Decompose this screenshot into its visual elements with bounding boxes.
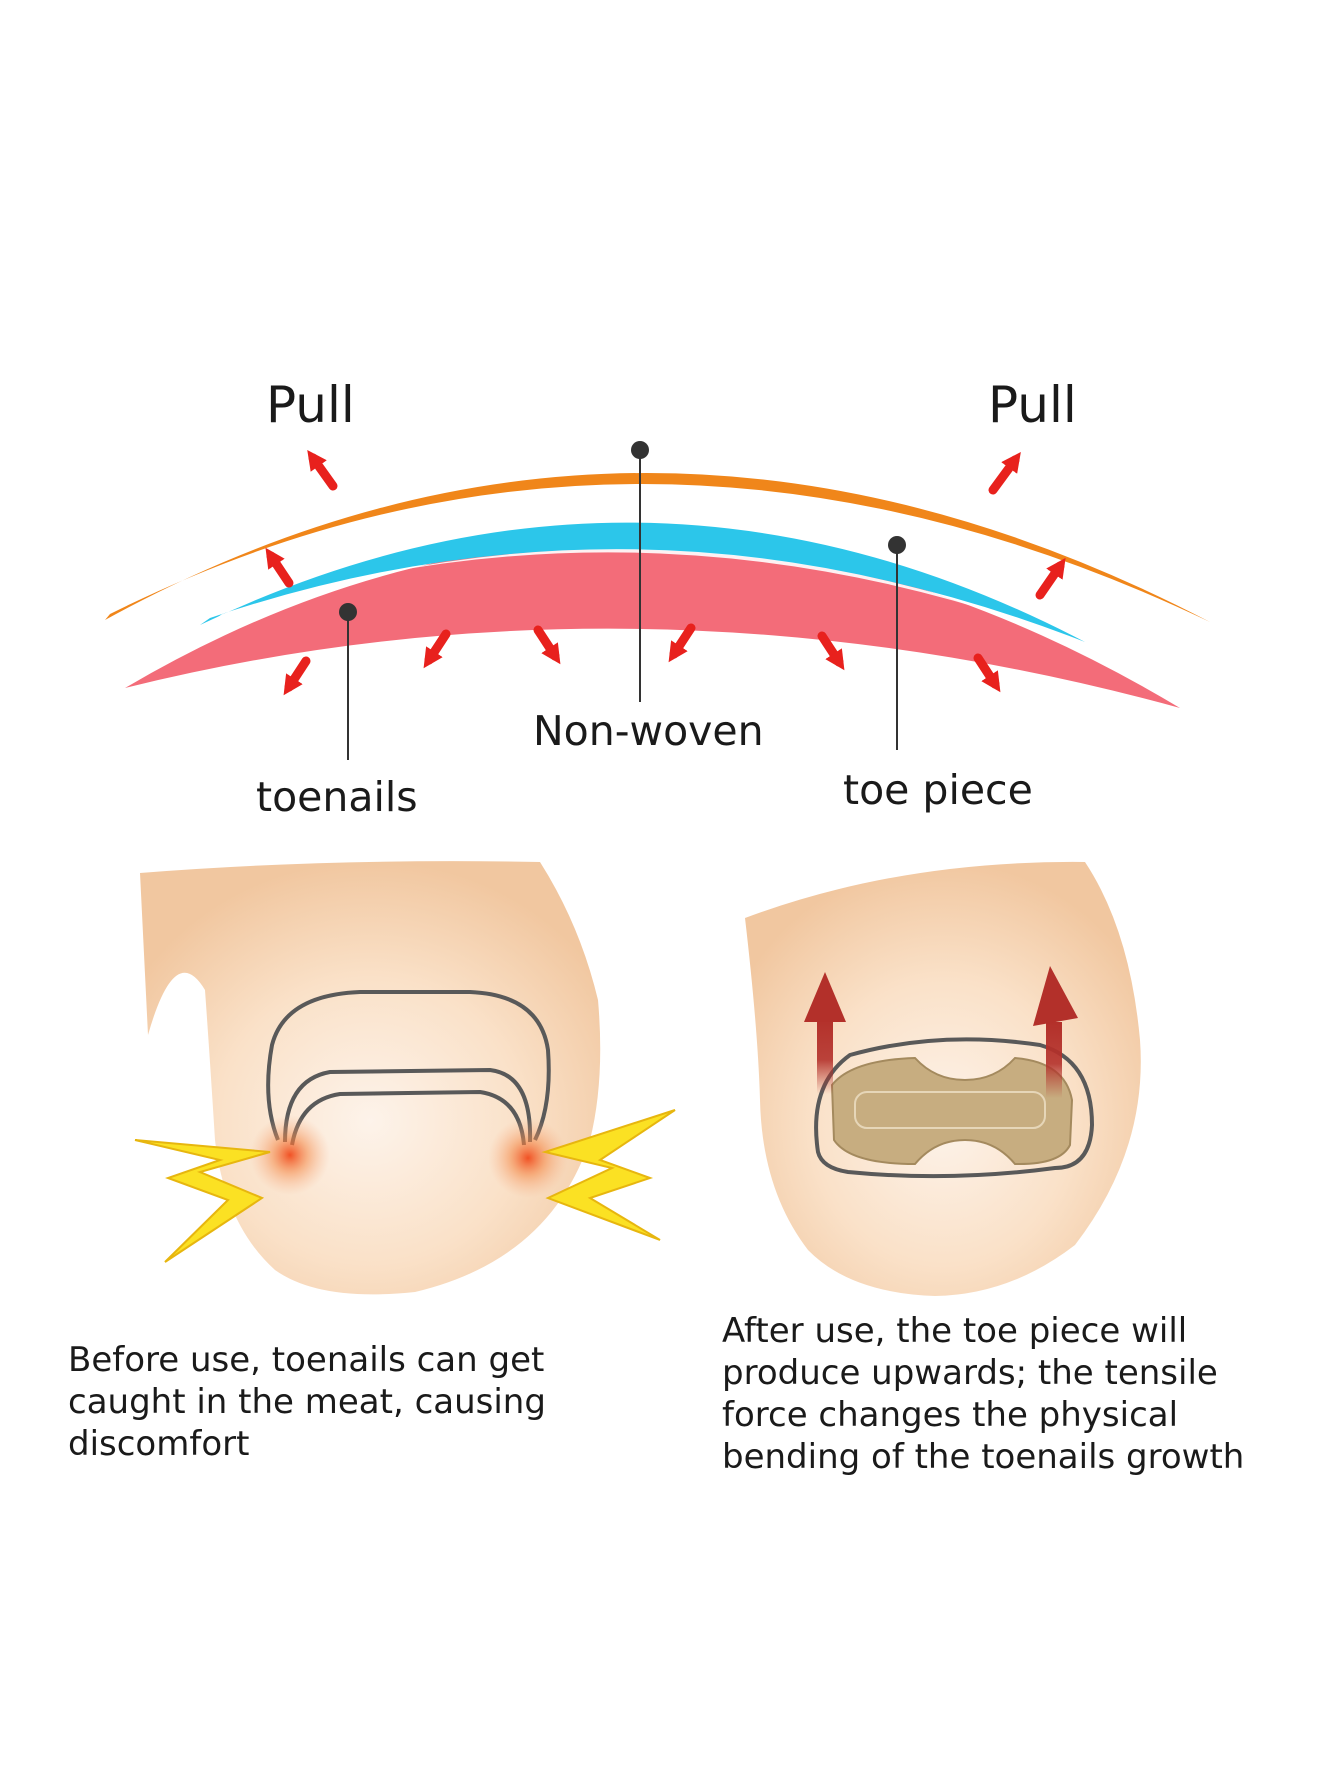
tension-arrow-right bbox=[1035, 557, 1066, 600]
caption-after: After use, the toe piece will produce up… bbox=[722, 1311, 1245, 1477]
toe-piece-layer bbox=[200, 522, 1085, 642]
toe-before-illustration bbox=[134, 861, 676, 1295]
pull-label-right: Pull bbox=[988, 376, 1077, 434]
pain-bolt-icon bbox=[134, 1139, 271, 1263]
pain-glow-left bbox=[250, 1115, 330, 1195]
dot-toe-piece bbox=[888, 536, 906, 554]
pressure-arrow bbox=[283, 656, 311, 696]
toe-after-illustration bbox=[745, 861, 1141, 1296]
nail-outline bbox=[283, 1067, 533, 1143]
toenails-label: toenails bbox=[256, 773, 418, 821]
nail-outline bbox=[266, 990, 551, 1141]
growth-arrow-right bbox=[1033, 966, 1078, 1098]
pull-label-left: Pull bbox=[266, 376, 355, 434]
pain-bolt-icon bbox=[541, 1109, 676, 1241]
toe-piece-patch bbox=[830, 1056, 1074, 1166]
toenail-layer bbox=[125, 541, 1180, 708]
pressure-arrow bbox=[423, 629, 451, 669]
toe-skin-before bbox=[140, 861, 601, 1295]
non-woven-layer bbox=[105, 472, 1210, 622]
pain-glow-right bbox=[488, 1118, 568, 1198]
tension-arrow-left bbox=[265, 547, 294, 588]
pressure-arrow bbox=[533, 625, 561, 665]
nail-outline-after bbox=[814, 1037, 1095, 1179]
cross-section bbox=[105, 441, 1210, 760]
pressure-arrow bbox=[817, 631, 845, 671]
caption-before: Before use, toenails can get caught in t… bbox=[68, 1340, 546, 1464]
pull-arrow-left bbox=[307, 449, 338, 491]
growth-arrow-left bbox=[804, 972, 846, 1094]
toe-piece-label: toe piece bbox=[843, 766, 1033, 814]
pressure-arrow bbox=[668, 623, 696, 663]
non-woven-label: Non-woven bbox=[533, 707, 764, 755]
dot-toenails bbox=[339, 603, 357, 621]
pressure-arrow bbox=[973, 653, 1001, 693]
pull-arrow-right bbox=[988, 452, 1021, 495]
dot-non-woven bbox=[631, 441, 649, 459]
